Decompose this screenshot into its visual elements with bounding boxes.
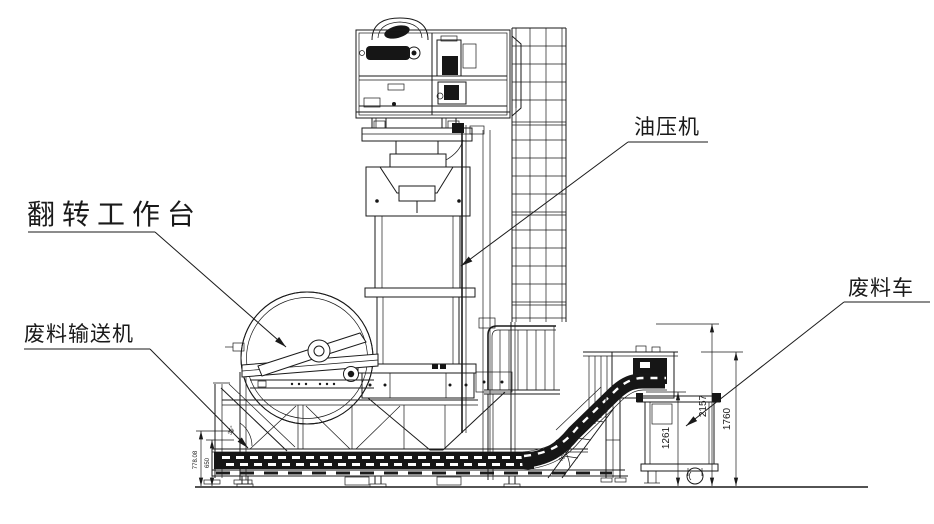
callout-labels: 翻转工作台 废料输送机 油压机 废料车 bbox=[24, 116, 930, 449]
waste-cart-text: 废料车 bbox=[848, 277, 914, 300]
incline-support-legs bbox=[547, 394, 627, 483]
label-waste-cart: 废料车 bbox=[685, 277, 930, 427]
dim-conveyor-infeed-height: 778.08 bbox=[193, 450, 199, 469]
inclined-conveyor bbox=[520, 345, 678, 483]
dim-discharge-top-height: 2157 bbox=[698, 394, 709, 417]
dim-discharge-frame-height: 1760 bbox=[722, 407, 733, 430]
conveyor-support-frame bbox=[203, 372, 478, 485]
dim-incline-angle: 40° bbox=[558, 453, 569, 464]
dim-cart-fill-height: 1261 bbox=[661, 426, 672, 449]
waste-conveyor-text: 废料输送机 bbox=[24, 323, 134, 346]
conveyor-legs bbox=[236, 476, 521, 488]
discharge-drive-motor bbox=[633, 358, 667, 384]
press-cylinder bbox=[395, 140, 439, 155]
flip-worktable bbox=[225, 291, 379, 425]
label-flip-worktable: 翻转工作台 bbox=[27, 199, 287, 348]
cart-caster-wheel bbox=[686, 467, 704, 485]
label-hydraulic-press: 油压机 bbox=[460, 116, 708, 267]
pivot-hub bbox=[307, 339, 331, 363]
dimension-annotations: 778.08 650 35° 40° 1261 2157 1760 bbox=[193, 323, 743, 486]
dim-hopper-angle: 35° bbox=[228, 425, 237, 436]
power-unit-cabinet bbox=[355, 17, 522, 129]
scrap-funnel bbox=[367, 391, 506, 451]
dim-conveyor-frame-height: 650 bbox=[205, 457, 211, 468]
hydraulic-press-text: 油压机 bbox=[634, 116, 700, 139]
cabinet-dome bbox=[371, 17, 429, 41]
flip-worktable-text: 翻转工作台 bbox=[27, 199, 202, 230]
conveyor-chain-band bbox=[214, 452, 534, 469]
dome-motor bbox=[384, 25, 410, 39]
press-ram bbox=[398, 185, 436, 202]
oil-pump-motor bbox=[366, 46, 410, 60]
vertical-pump-unit bbox=[436, 35, 477, 105]
safety-cage-ladder bbox=[511, 27, 567, 322]
guide-rods bbox=[452, 123, 496, 455]
label-waste-conveyor: 废料输送机 bbox=[24, 323, 249, 449]
incline-chain-band bbox=[520, 373, 665, 469]
cage-rungs bbox=[512, 45, 566, 319]
press-body bbox=[357, 120, 513, 451]
